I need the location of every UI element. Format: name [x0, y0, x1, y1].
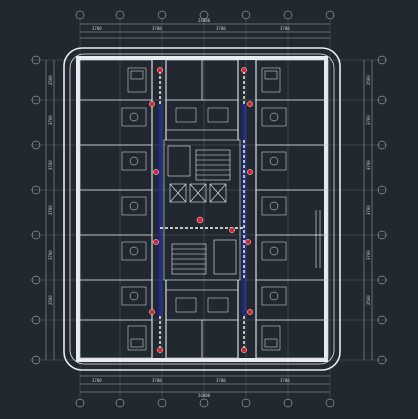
- axis-bubble-icon: [31, 355, 41, 365]
- building-walls: [63, 47, 341, 371]
- elevator-2: [189, 183, 207, 203]
- riser-symbols: [149, 67, 253, 353]
- axis-bubble-icon: [377, 275, 387, 285]
- dim-top-4: 3700: [280, 26, 290, 31]
- elevator-1: [169, 183, 187, 203]
- dim-right-3: 3700: [366, 160, 371, 170]
- dim-bottom-4: 3700: [280, 378, 290, 383]
- branch-pipes: [159, 70, 245, 350]
- riser-pipe-icon: [247, 309, 253, 315]
- dim-right-6: 2500: [366, 295, 371, 305]
- axis-bubble-icon: [325, 398, 335, 408]
- axis-bubble-icon: [283, 10, 293, 20]
- axis-bubble-icon: [115, 398, 125, 408]
- axis-bubble-icon: [157, 398, 167, 408]
- axis-bubble-icon: [31, 230, 41, 240]
- dimension-lines: [45, 23, 373, 393]
- sprinkler-mains: [158, 104, 246, 316]
- dim-top-outer: 24000: [198, 18, 211, 23]
- outer-wall: [63, 47, 341, 371]
- axis-bubble-icon: [377, 55, 387, 65]
- axis-bubble-icon: [377, 95, 387, 105]
- bathroom-fixtures: [121, 67, 287, 351]
- dim-left-2: 3700: [48, 115, 53, 125]
- riser-pipe-icon: [153, 169, 159, 175]
- riser-pipe-icon: [149, 101, 155, 107]
- dim-left-5: 3700: [48, 250, 53, 260]
- riser-pipe-icon: [245, 239, 251, 245]
- riser-pipe-icon: [229, 227, 235, 233]
- riser-pipe-icon: [241, 347, 247, 353]
- dim-left-4: 3700: [48, 205, 53, 215]
- axis-bubble-icon: [31, 140, 41, 150]
- axis-bubble-icon: [75, 398, 85, 408]
- riser-pipe-icon: [247, 101, 253, 107]
- dim-left-3: 3700: [48, 160, 53, 170]
- axis-bubble-icon: [241, 10, 251, 20]
- dim-top-3: 3700: [216, 26, 226, 31]
- axis-bubble-icon: [75, 10, 85, 20]
- axis-bubble-icon: [283, 398, 293, 408]
- axis-bubble-icon: [31, 185, 41, 195]
- axis-bubble-icon: [377, 355, 387, 365]
- axis-bubble-icon: [199, 10, 209, 20]
- axis-bubble-icon: [377, 140, 387, 150]
- dim-right-1: 2500: [366, 75, 371, 85]
- riser-pipe-icon: [153, 239, 159, 245]
- riser-pipe-icon: [247, 169, 253, 175]
- riser-pipe-icon: [149, 309, 155, 315]
- rooms-middle: [165, 59, 239, 359]
- riser-pipe-icon: [241, 67, 247, 73]
- axis-bubble-icon: [325, 10, 335, 20]
- axis-bubble-icon: [31, 55, 41, 65]
- dim-right-2: 3700: [366, 115, 371, 125]
- axis-bubble-icon: [31, 315, 41, 325]
- right-window: [315, 210, 321, 268]
- elevator-3: [209, 183, 227, 203]
- core-outline: [163, 139, 241, 281]
- axis-bubble-icon: [241, 398, 251, 408]
- rooms-left: [79, 59, 153, 359]
- dim-top-1: 3700: [92, 26, 102, 31]
- dim-left-6: 2500: [48, 295, 53, 305]
- axis-bubble-icon: [377, 185, 387, 195]
- dim-bottom-3: 3700: [216, 378, 226, 383]
- axis-bubble-icon: [157, 10, 167, 20]
- dim-right-4: 3700: [366, 205, 371, 215]
- axis-bubble-icon: [31, 95, 41, 105]
- rooms-right: [255, 59, 329, 359]
- dim-bottom-1: 3700: [92, 378, 102, 383]
- dim-top-2: 3700: [152, 26, 162, 31]
- axis-bubble-icon: [377, 230, 387, 240]
- axis-bubble-icon: [377, 315, 387, 325]
- inner-wall: [69, 53, 335, 365]
- axis-bubble-icon: [199, 398, 209, 408]
- fire-hydrant-icon: [196, 216, 204, 224]
- axis-bubble-icon: [115, 10, 125, 20]
- dim-left-1: 2500: [48, 75, 53, 85]
- dim-right-5: 3700: [366, 250, 371, 260]
- axis-bubbles: [31, 10, 387, 408]
- corridor-walls: [151, 60, 257, 358]
- dim-bottom-outer: 24000: [198, 393, 211, 398]
- riser-pipe-icon: [157, 347, 163, 353]
- dim-bottom-2: 3700: [152, 378, 162, 383]
- axis-bubble-icon: [31, 275, 41, 285]
- riser-pipe-icon: [157, 67, 163, 73]
- core: [163, 139, 241, 281]
